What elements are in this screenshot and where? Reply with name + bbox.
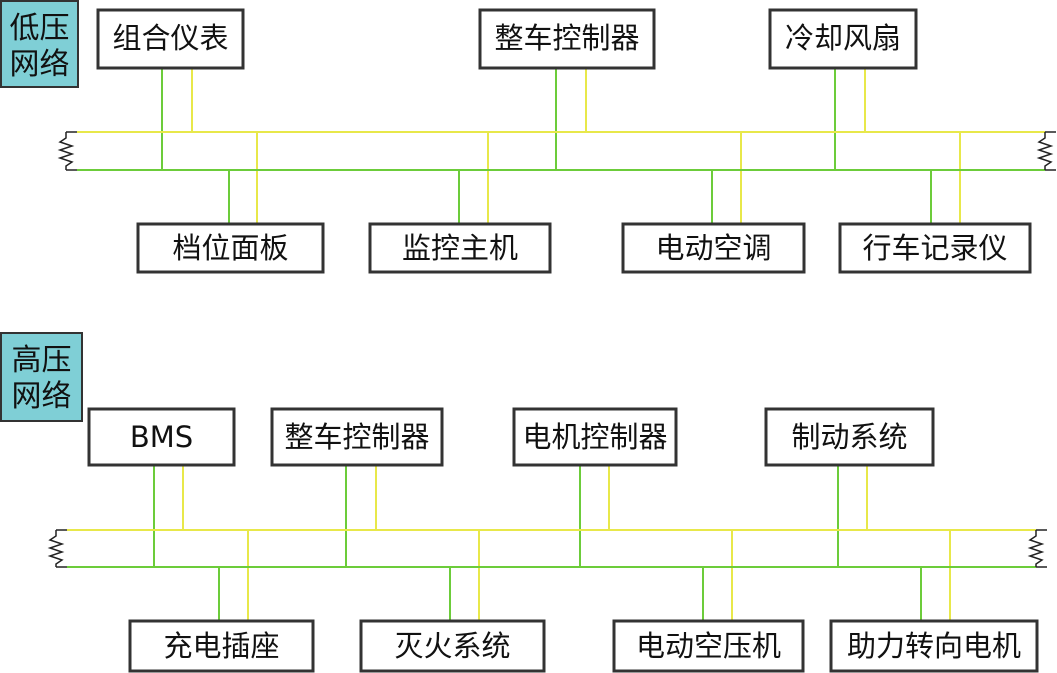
node-label: 组合仪表 bbox=[112, 21, 228, 55]
left-terminator-resistor bbox=[47, 530, 65, 567]
node-box bbox=[96, 8, 245, 70]
high-voltage-section-label: 高压 网络 bbox=[0, 332, 83, 422]
low-voltage-bus bbox=[77, 131, 1045, 171]
node-box bbox=[838, 222, 1032, 274]
left-terminator-resistor bbox=[57, 132, 75, 170]
right-terminator-resistor bbox=[1027, 530, 1045, 567]
node-box bbox=[768, 8, 918, 70]
node-box bbox=[512, 407, 678, 467]
section-label-line1: 高压 bbox=[12, 343, 72, 378]
node-box bbox=[368, 222, 552, 274]
node-motor-controller: 电机控制器 bbox=[512, 407, 678, 467]
node-label: BMS bbox=[130, 420, 193, 454]
node-power-steering-motor: 助力转向电机 bbox=[829, 619, 1039, 673]
node-electric-air-compressor: 电动空压机 bbox=[612, 619, 805, 673]
node-box bbox=[612, 619, 805, 673]
node-box bbox=[621, 222, 806, 274]
node-label: 灭火系统 bbox=[394, 629, 510, 663]
node-label: 电动空压机 bbox=[636, 629, 781, 663]
node-box bbox=[478, 8, 656, 70]
low-voltage-section-label: 低压 网络 bbox=[0, 0, 79, 88]
node-box bbox=[128, 619, 315, 673]
node-label: 制动系统 bbox=[791, 420, 907, 454]
node-driving-recorder: 行车记录仪 bbox=[838, 222, 1032, 274]
high-voltage-bus bbox=[67, 529, 1036, 568]
high-voltage-network: 高压 网络 bbox=[0, 332, 1047, 673]
node-fire-suppression: 灭火系统 bbox=[359, 619, 546, 673]
low-voltage-terminators bbox=[57, 131, 1056, 171]
node-charging-socket: 充电插座 bbox=[128, 619, 315, 673]
node-box bbox=[764, 407, 935, 467]
node-box bbox=[87, 407, 236, 467]
node-label: 冷却风扇 bbox=[785, 21, 901, 55]
node-box bbox=[136, 222, 325, 274]
section-label-line2: 网络 bbox=[10, 47, 70, 82]
node-label: 电动空调 bbox=[655, 231, 771, 265]
low-voltage-bottom-nodes: 档位面板 监控主机 电动空调 行车记录仪 bbox=[136, 222, 1032, 274]
node-vehicle-controller: 整车控制器 bbox=[270, 407, 444, 467]
node-label: 充电插座 bbox=[163, 629, 279, 663]
high-voltage-terminators bbox=[47, 529, 1047, 568]
node-label: 监控主机 bbox=[402, 231, 518, 265]
high-voltage-top-nodes: BMS 整车控制器 电机控制器 制动系统 bbox=[87, 407, 935, 467]
node-label: 助力转向电机 bbox=[847, 629, 1021, 663]
node-label: 整车控制器 bbox=[494, 21, 639, 55]
right-terminator-resistor bbox=[1036, 132, 1054, 170]
node-label: 整车控制器 bbox=[284, 420, 429, 454]
node-box bbox=[359, 619, 546, 673]
high-voltage-bottom-nodes: 充电插座 灭火系统 电动空压机 助力转向电机 bbox=[128, 619, 1039, 673]
node-label: 行车记录仪 bbox=[862, 231, 1007, 265]
node-brake-system: 制动系统 bbox=[764, 407, 935, 467]
section-label-line2: 网络 bbox=[12, 379, 72, 414]
node-cooling-fan: 冷却风扇 bbox=[768, 8, 918, 70]
node-label: 档位面板 bbox=[172, 231, 288, 265]
node-gear-panel: 档位面板 bbox=[136, 222, 325, 274]
low-voltage-network: 低压 网络 bbox=[0, 0, 1056, 274]
node-monitoring-host: 监控主机 bbox=[368, 222, 552, 274]
node-combination-instrument: 组合仪表 bbox=[96, 8, 245, 70]
section-label-box bbox=[0, 332, 83, 422]
section-label-box bbox=[0, 0, 79, 88]
node-label: 电机控制器 bbox=[522, 420, 667, 454]
node-electric-ac: 电动空调 bbox=[621, 222, 806, 274]
low-voltage-top-nodes: 组合仪表 整车控制器 冷却风扇 bbox=[96, 8, 918, 70]
node-vehicle-controller: 整车控制器 bbox=[478, 8, 656, 70]
high-voltage-drops bbox=[153, 465, 951, 621]
low-voltage-drops bbox=[161, 68, 961, 224]
section-label-line1: 低压 bbox=[10, 11, 70, 46]
node-box bbox=[829, 619, 1039, 673]
node-box bbox=[270, 407, 444, 467]
node-bms: BMS bbox=[87, 407, 236, 467]
